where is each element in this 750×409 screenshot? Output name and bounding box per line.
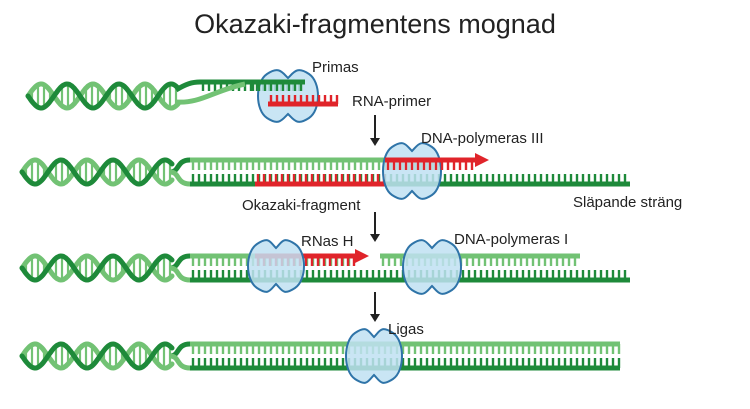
stage-2-dna-polymerase-iii: [19, 142, 630, 200]
okazaki-fragment-label: Okazaki-fragment: [242, 197, 361, 214]
strand-transition-bottom: [169, 353, 191, 371]
rnase-h-enzyme: [247, 239, 305, 293]
rnase-arrowhead: [355, 249, 369, 263]
stage-4-ligase: [19, 328, 621, 384]
step-arrow-head: [370, 234, 380, 242]
stage-1-primase: [25, 69, 339, 123]
fork-top: [174, 79, 201, 93]
step-arrows: [370, 115, 380, 322]
step-arrow-head: [370, 138, 380, 146]
lagging-strand-label: Släpande sträng: [573, 194, 682, 211]
diagram-title: Okazaki-fragmentens mognad: [194, 9, 556, 39]
step-arrow-head: [370, 314, 380, 322]
dna-polymerase-i-enzyme: [402, 239, 462, 295]
rna-arrowhead: [475, 153, 489, 167]
primase-label: Primas: [312, 59, 359, 76]
helix-strand-dark: [19, 253, 175, 283]
fork-bottom: [175, 81, 246, 105]
ligase-label: Ligas: [388, 321, 424, 338]
dna-polymerase-iii-enzyme: [382, 142, 442, 200]
dna-polymerase-i-label: DNA-polymeras I: [454, 231, 568, 248]
stage-3-rnase-h-dna-polymerase-i: [19, 239, 630, 295]
strand-transition-bottom: [169, 265, 191, 283]
helix-strand-dark: [25, 81, 181, 111]
rna-primer-label: RNA-primer: [352, 93, 431, 110]
rnase-h-label: RNas H: [301, 233, 354, 250]
ligase-enzyme: [345, 328, 403, 384]
helix-strand-dark: [19, 341, 175, 371]
dna-polymerase-iii-label: DNA-polymeras III: [421, 130, 544, 147]
helix-strand-dark: [19, 157, 175, 187]
strand-transition-bottom: [169, 169, 191, 187]
